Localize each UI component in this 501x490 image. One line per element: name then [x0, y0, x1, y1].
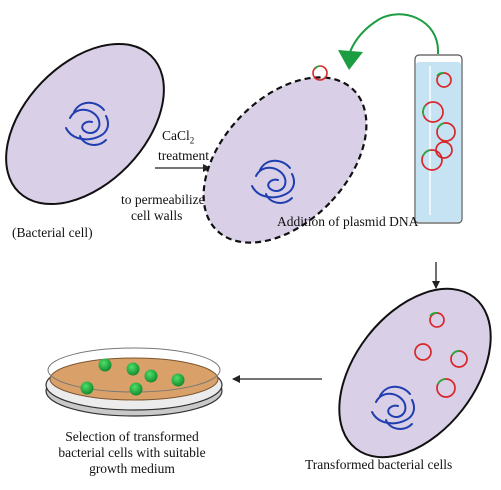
colony-icon [80, 358, 185, 396]
treatment-label: treatment [158, 148, 209, 163]
chromosomal-dna-icon [371, 385, 415, 430]
petri-dish [45, 347, 223, 417]
chromosomal-dna-icon [251, 159, 295, 204]
cacl2-label: CaCl2 [162, 128, 195, 146]
transformed-cells-label: Transformed bacterial cells [305, 457, 453, 472]
cell-walls-label: cell walls [131, 208, 183, 223]
transformed-cell [338, 287, 492, 459]
test-tube [414, 54, 463, 224]
chromosomal-dna-icon [65, 101, 109, 146]
addition-plasmid-label: Addition of plasmid DNA [277, 214, 419, 229]
selection-label-line1: Selection of transformed [65, 429, 199, 444]
selection-label-line2: bacterial cells with suitable [58, 445, 206, 460]
bacterial-cell [5, 42, 165, 206]
permeabilized-cell [202, 65, 368, 244]
curved-green-arrow [338, 13, 440, 70]
permeabilize-label: to permeabilize [121, 192, 205, 207]
selection-label-line3: growth medium [89, 461, 175, 476]
bacterial-cell-label: (Bacterial cell) [12, 225, 93, 240]
